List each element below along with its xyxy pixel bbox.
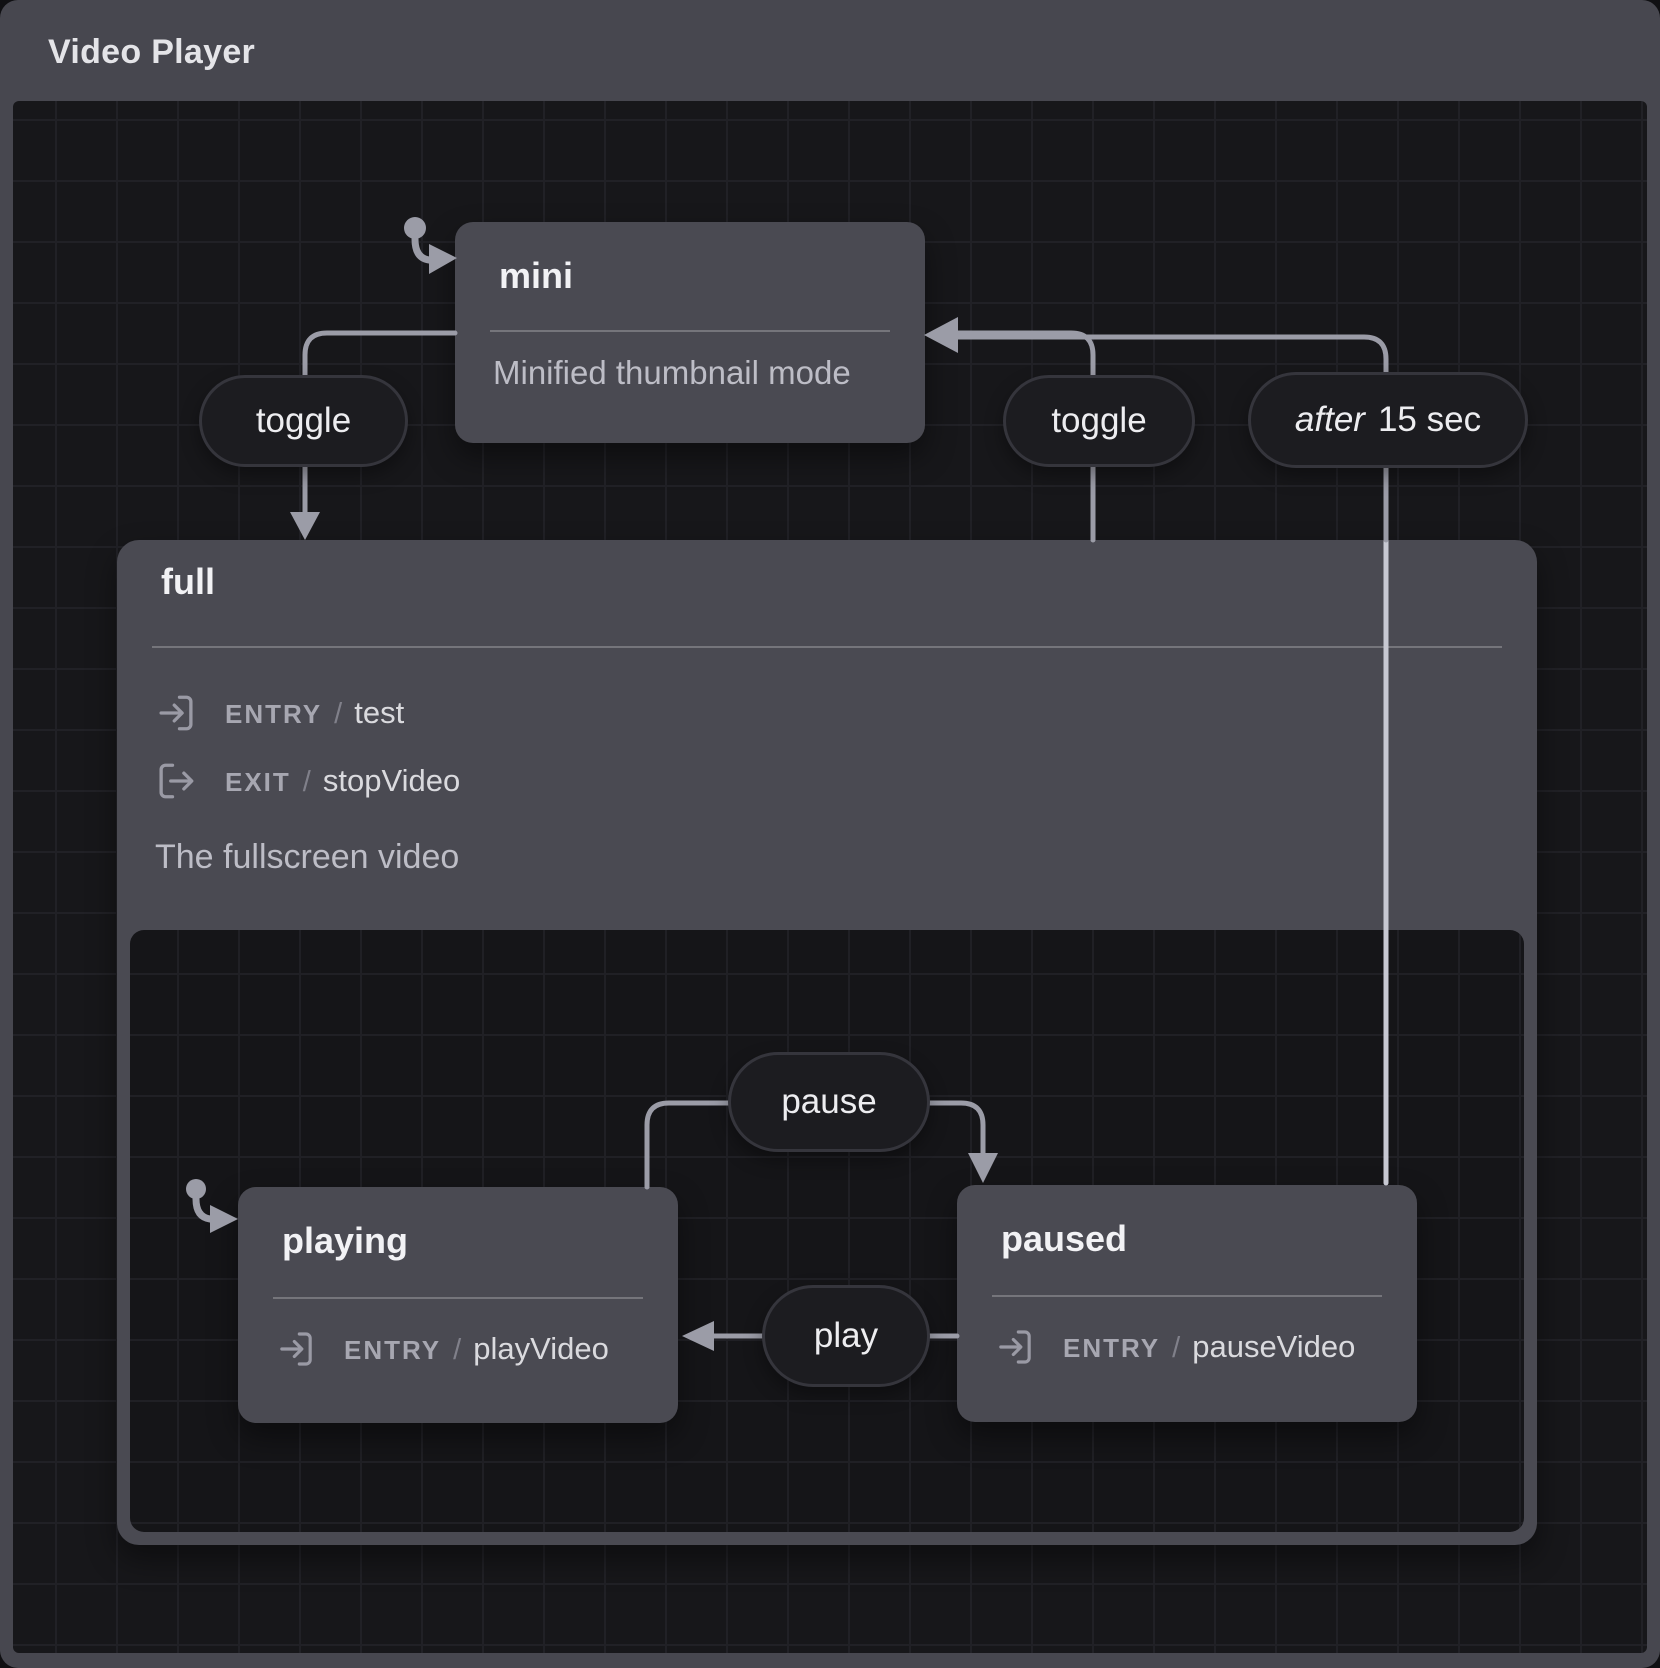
machine-title: Video Player — [48, 33, 256, 71]
transition-label-toggle-mini-to-full[interactable]: toggle — [199, 375, 408, 467]
entry-action-name: playVideo — [473, 1330, 609, 1366]
transition-label-pause[interactable]: pause — [728, 1052, 930, 1152]
state-description: The fullscreen video — [155, 837, 460, 876]
state-paused[interactable]: paused ENTRY / pauseVideo — [957, 1185, 1417, 1422]
state-playing[interactable]: playing ENTRY / playVideo — [238, 1187, 678, 1423]
transition-event: play — [813, 1316, 879, 1355]
entry-kind-label: ENTRY — [225, 698, 323, 729]
entry-icon — [159, 695, 193, 731]
entry-icon — [999, 1330, 1031, 1364]
entry-action-row[interactable]: ENTRY / playVideo — [238, 1329, 678, 1369]
entry-kind-label: ENTRY — [344, 1334, 442, 1365]
entry-action-name: pauseVideo — [1192, 1328, 1356, 1364]
transition-event: toggle — [1051, 401, 1147, 440]
action-separator: / — [334, 697, 343, 730]
transition-event: toggle — [255, 401, 352, 440]
transition-event-keyword: after — [1294, 400, 1365, 439]
transition-label-after-15-sec[interactable]: after 15 sec — [1248, 372, 1528, 468]
state-divider — [152, 645, 1502, 648]
transition-label-toggle-full-to-mini[interactable]: toggle — [1003, 375, 1195, 467]
entry-action-row[interactable]: ENTRY / test — [117, 692, 1537, 734]
state-divider — [490, 329, 890, 332]
state-title: full — [161, 561, 215, 602]
exit-icon — [159, 763, 194, 799]
entry-action-row[interactable]: ENTRY / pauseVideo — [957, 1327, 1417, 1367]
action-separator: / — [302, 765, 311, 798]
entry-action-name: test — [354, 694, 405, 730]
action-separator: / — [1172, 1331, 1181, 1364]
state-title: mini — [499, 255, 574, 296]
entry-icon — [280, 1332, 312, 1366]
state-description: Minified thumbnail mode — [493, 353, 851, 391]
state-mini[interactable]: mini Minified thumbnail mode — [455, 222, 925, 443]
exit-kind-label: EXIT — [225, 766, 291, 797]
state-title: paused — [1001, 1218, 1128, 1259]
transition-label-play[interactable]: play — [762, 1285, 930, 1387]
transition-delay: 15 sec — [1377, 400, 1482, 439]
exit-action-row[interactable]: EXIT / stopVideo — [117, 760, 1537, 802]
state-title: playing — [282, 1220, 409, 1261]
action-separator: / — [453, 1333, 462, 1366]
exit-action-name: stopVideo — [322, 762, 461, 798]
transition-event: pause — [781, 1082, 877, 1121]
entry-kind-label: ENTRY — [1063, 1332, 1161, 1363]
state-divider — [273, 1296, 643, 1299]
state-divider — [992, 1294, 1382, 1297]
